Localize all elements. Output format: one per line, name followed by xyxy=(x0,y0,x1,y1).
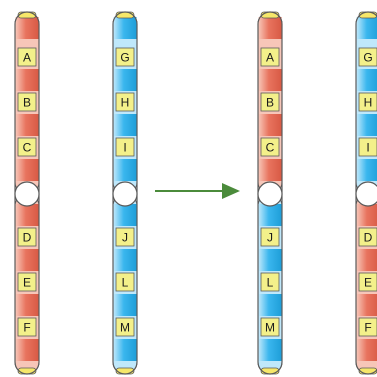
telomere-top xyxy=(260,11,280,19)
chromosome-band xyxy=(15,204,39,226)
chromosome-band xyxy=(356,204,377,226)
chromosome-band xyxy=(258,17,282,39)
chromosome-band xyxy=(15,69,39,91)
gene-label-box xyxy=(17,272,37,292)
chromosome-band xyxy=(356,69,377,91)
chromosome-band xyxy=(258,204,282,226)
gene-label: J xyxy=(267,231,273,245)
chromosome-band xyxy=(15,249,39,271)
chromosome-band xyxy=(113,339,137,361)
chromosome-band xyxy=(113,159,137,181)
chromosome-2: G H I J L M xyxy=(112,11,138,375)
chromosome-band xyxy=(258,339,282,361)
telomere-bottom xyxy=(358,367,377,375)
gene-label-box xyxy=(260,272,280,292)
gene-label-box xyxy=(358,47,377,67)
gene-label-box xyxy=(358,317,377,337)
chromosome-band xyxy=(15,294,39,316)
gene-label: C xyxy=(23,141,32,155)
gene-label-box xyxy=(115,272,135,292)
gene-label-box xyxy=(115,317,135,337)
chromosome-band xyxy=(356,339,377,361)
centromere xyxy=(355,181,377,207)
gene-label: I xyxy=(123,141,126,155)
chromosome-4: G H I D E F xyxy=(355,11,377,375)
telomere-bottom xyxy=(115,367,135,375)
gene-label: H xyxy=(364,96,373,110)
chromosome-band xyxy=(113,69,137,91)
gene-label: B xyxy=(266,96,274,110)
chromosome-band xyxy=(113,114,137,136)
gene-label: G xyxy=(120,51,129,65)
gene-label: F xyxy=(364,321,371,335)
chromosome-band xyxy=(356,294,377,316)
chromosome-band xyxy=(15,17,39,39)
centromere xyxy=(112,181,138,207)
gene-label: A xyxy=(266,51,274,65)
gene-label-box xyxy=(115,137,135,157)
gene-label-box xyxy=(260,317,280,337)
gene-label-box xyxy=(115,47,135,67)
gene-label: J xyxy=(122,231,128,245)
gene-label-box xyxy=(260,92,280,112)
gene-label-box xyxy=(260,137,280,157)
gene-label-box xyxy=(17,137,37,157)
gene-label: G xyxy=(363,51,372,65)
gene-label-box xyxy=(115,227,135,247)
gene-label-box xyxy=(358,137,377,157)
gene-label: C xyxy=(266,141,275,155)
gene-label: M xyxy=(120,321,130,335)
gene-label-box xyxy=(358,272,377,292)
gene-label-box xyxy=(17,317,37,337)
telomere-top xyxy=(17,11,37,19)
gene-label: L xyxy=(122,276,129,290)
chromosome-band xyxy=(15,114,39,136)
gene-label: H xyxy=(121,96,130,110)
gene-label-box xyxy=(260,47,280,67)
chromosome-band xyxy=(258,294,282,316)
centromere xyxy=(257,181,283,207)
chromosome-band xyxy=(356,17,377,39)
gene-label: E xyxy=(364,276,372,290)
telomere-bottom xyxy=(17,367,37,375)
chromosome-band xyxy=(356,159,377,181)
chromosome-band xyxy=(258,159,282,181)
gene-label-box xyxy=(358,92,377,112)
gene-label: A xyxy=(23,51,31,65)
gene-label: L xyxy=(267,276,274,290)
gene-label-box xyxy=(260,227,280,247)
chromosome-3: A B C J L M xyxy=(257,11,283,375)
chromosome-band xyxy=(258,249,282,271)
gene-label: F xyxy=(23,321,30,335)
gene-label: B xyxy=(23,96,31,110)
chromosomes-layer: A B C D E F G H I J L M A B C J L M G H I D E F xyxy=(14,11,377,375)
centromere xyxy=(14,181,40,207)
chromosome-band xyxy=(113,17,137,39)
gene-label: D xyxy=(364,231,373,245)
chromosome-band xyxy=(113,204,137,226)
gene-label-box xyxy=(17,47,37,67)
chromosome-1: A B C D E F xyxy=(14,11,40,375)
telomere-bottom xyxy=(260,367,280,375)
chromosome-band xyxy=(356,114,377,136)
telomere-top xyxy=(358,11,377,19)
telomere-top xyxy=(115,11,135,19)
chromosome-band xyxy=(113,249,137,271)
chromosome-band xyxy=(15,159,39,181)
chromosome-band xyxy=(15,339,39,361)
gene-label: E xyxy=(23,276,31,290)
gene-label-box xyxy=(17,92,37,112)
chromosome-band xyxy=(113,294,137,316)
gene-label-box xyxy=(17,227,37,247)
gene-label-box xyxy=(358,227,377,247)
chromosome-band xyxy=(356,249,377,271)
gene-label: D xyxy=(23,231,32,245)
gene-label: I xyxy=(366,141,369,155)
chromosome-band xyxy=(258,114,282,136)
gene-label: M xyxy=(265,321,275,335)
gene-label-box xyxy=(115,92,135,112)
chromosome-band xyxy=(258,69,282,91)
